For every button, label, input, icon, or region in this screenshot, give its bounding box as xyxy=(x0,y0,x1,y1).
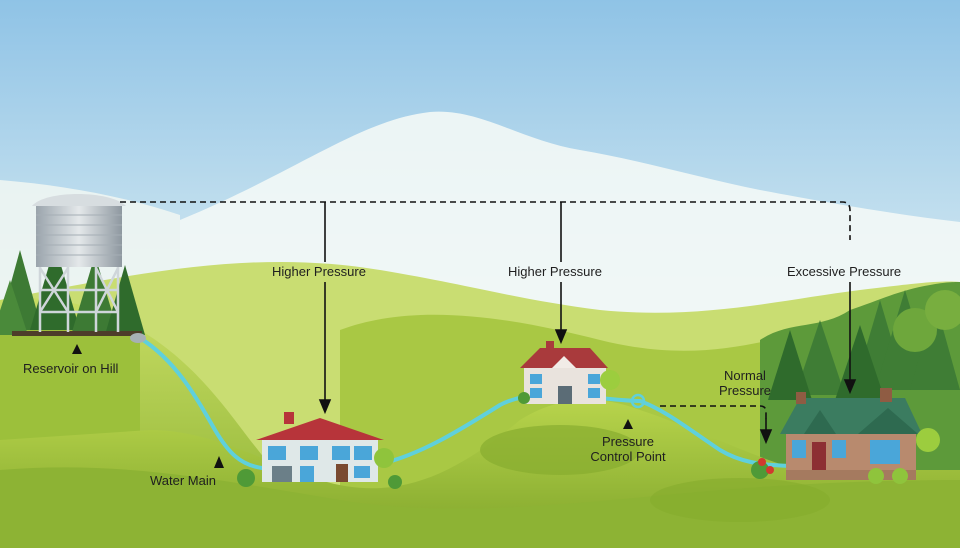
control-point-label-line1: Pressure xyxy=(601,434,655,449)
arrow-house1-head xyxy=(318,399,332,415)
arrow-house2-head xyxy=(554,329,568,345)
reservoir-tower-icon xyxy=(12,194,146,343)
control-point-label-line2: Control Point xyxy=(590,449,666,464)
pressure-control-valve xyxy=(630,393,646,409)
water-main-pointer-icon xyxy=(214,456,224,468)
static-pressure-dashed-line xyxy=(120,201,851,240)
pressure-arrows xyxy=(318,202,857,445)
control-point-pointer-icon xyxy=(623,419,633,429)
water-main-label: Water Main xyxy=(150,473,216,488)
normal-pressure-label-line1: Normal xyxy=(724,368,766,383)
house3-pressure-label: Excessive Pressure xyxy=(787,264,902,279)
control-point-label: Pressure Control Point xyxy=(580,434,676,464)
reservoir-label: Reservoir on Hill xyxy=(23,361,119,376)
normal-pressure-dashed-line xyxy=(660,405,767,420)
house1-pressure-label: Higher Pressure xyxy=(272,264,366,279)
normal-pressure-label-line2: Pressure xyxy=(718,383,772,398)
reservoir-pointer-icon xyxy=(72,344,82,354)
house-3-icon xyxy=(751,388,940,484)
water-main-pipe xyxy=(138,336,792,473)
house2-pressure-label: Higher Pressure xyxy=(508,264,602,279)
house-1-icon xyxy=(237,412,402,489)
house-2-icon xyxy=(518,341,620,404)
arrow-normal-pressure-head xyxy=(759,429,773,445)
arrow-house3-head xyxy=(843,379,857,395)
normal-pressure-label: Normal Pressure xyxy=(712,368,778,398)
